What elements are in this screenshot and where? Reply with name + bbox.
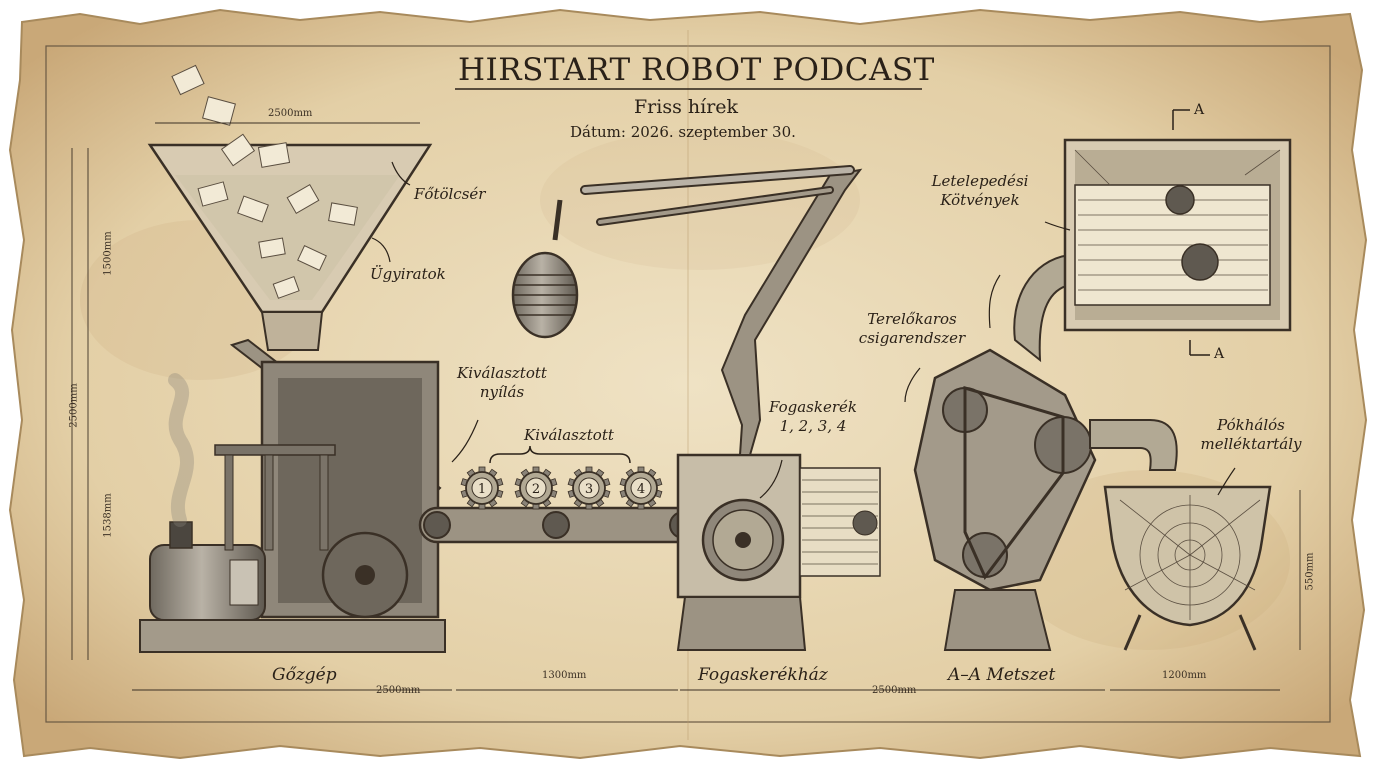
gear-number-1: 1	[478, 482, 486, 497]
dim-bottom-left: 2500mm	[376, 685, 421, 696]
label-letelepedesi-kotvenyek: Letelepedési Kötvények	[931, 172, 1029, 209]
dim-funnel-width: 2500mm	[268, 108, 313, 119]
main-funnel	[147, 64, 433, 351]
dim-tank-height: 550mm	[1304, 552, 1316, 591]
section-marker-bottom: A	[1214, 346, 1225, 362]
settlement-bonds-section	[1063, 109, 1292, 356]
label-fotolcser: Főtölcsér	[414, 185, 486, 203]
dim-bottom-right: 2500mm	[872, 685, 917, 696]
gear-2: 2	[514, 466, 558, 510]
dim-total-height: 2500mm	[68, 383, 80, 428]
section-marker-top: A	[1194, 102, 1205, 118]
page-subtitle: Friss hírek	[634, 96, 739, 118]
gear-number-4: 4	[637, 482, 645, 497]
gear-4: 4	[619, 466, 663, 510]
dim-engine-height: 1538mm	[102, 493, 114, 538]
label-fogaskerek: Fogaskerék 1, 2, 3, 4	[769, 398, 857, 435]
microphone-arm	[511, 165, 863, 456]
caption-metszet: A–A Metszet	[948, 665, 1056, 685]
label-pokhalos-melleklartaly: Pókhálós melléktartály	[1200, 416, 1302, 453]
steam-engine	[139, 360, 446, 653]
label-ugyiratok: Ügyiratok	[370, 265, 446, 283]
label-kivalasztott: Kiválasztott	[524, 426, 614, 444]
gear-1: 1	[460, 466, 504, 510]
gear-housing	[676, 453, 881, 651]
page-title: HIRSTART ROBOT PODCAST	[458, 52, 935, 88]
gear-number-2: 2	[532, 482, 540, 497]
conveyor-belt	[418, 445, 702, 544]
label-terelokaros-csigarendszer: Terelőkaros csigarendszer	[858, 310, 966, 347]
spider-web-tank	[1103, 485, 1272, 651]
gear-number-3: 3	[585, 482, 593, 497]
leader-lines	[371, 161, 1236, 499]
gear-3: 3	[567, 466, 611, 510]
dimension-lines	[71, 122, 1301, 691]
label-kivalasztott-nyilas: Kiválasztott nyílás	[457, 364, 547, 401]
worm-gear-section	[913, 253, 1178, 651]
dim-funnel-height: 1500mm	[102, 231, 114, 276]
caption-fogaskerekhaz: Fogaskerékház	[698, 665, 828, 685]
dim-bottom-mid: 1300mm	[542, 670, 587, 681]
selected-gears: 1 2 3 4	[460, 466, 663, 510]
caption-gozgep: Gőzgép	[272, 665, 337, 685]
date-label: Dátum: 2026. szeptember 30.	[570, 123, 796, 141]
dim-tank-width: 1200mm	[1162, 670, 1207, 681]
